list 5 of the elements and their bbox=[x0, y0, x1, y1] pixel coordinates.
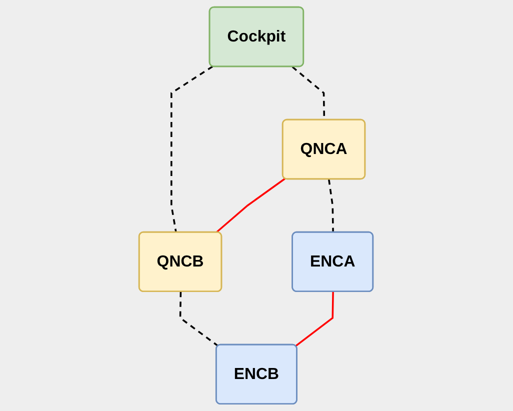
connector bbox=[171, 66, 214, 233]
connector bbox=[296, 292, 334, 347]
connector bbox=[180, 292, 220, 347]
connector bbox=[328, 179, 334, 233]
connector bbox=[216, 178, 286, 234]
